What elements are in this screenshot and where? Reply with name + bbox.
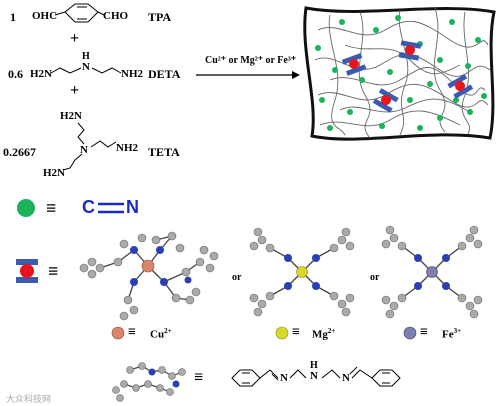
cu-complex-atoms [79,231,219,321]
green-dots [315,15,487,131]
ligand-mid-h: H [310,360,318,371]
tpa-structure [54,3,105,23]
teta-ratio: 0.2667 [3,145,36,159]
fe-legend-sphere [403,326,417,340]
crosslink-symbol [16,259,38,283]
plus-1: + [70,30,80,47]
tpa-right-group: CHO [103,10,129,22]
arrow-label: Cu²⁺ or Mg²⁺ or Fe³⁺ [205,55,297,66]
mg-legend-sphere [275,326,289,340]
deta-center-n: N [82,61,90,73]
teta-top-group: H2N [60,110,82,122]
imine-n: N [126,197,139,217]
tpa-ratio: 1 [10,10,16,24]
equiv-fe: ≡ [420,325,428,340]
ligand-mid-n: N [310,370,318,382]
fe-complex-atoms [381,225,483,319]
tpa-name: TPA [148,10,172,24]
imine-c: C [82,197,95,217]
teta-right-group: NH2 [116,142,138,154]
fe-complex-n-atoms [414,254,450,290]
plus-2: + [70,82,80,99]
equiv-crosslink: ≡ [48,261,59,281]
mg-label: Mg2+ [312,327,336,341]
cu-center-atom [141,259,155,273]
ligand-left-n: N [280,372,288,384]
deta-name: DETA [148,67,181,81]
or-label-1: or [232,272,242,283]
ligand-model-atoms [112,362,186,402]
deta-ratio: 0.6 [8,67,23,81]
crosslink-nodes [341,40,474,113]
ligand-right-n: N [342,372,350,384]
deta-left-group: H2N [30,68,52,80]
equiv-mg: ≡ [292,325,300,340]
teta-center-n: N [80,144,88,156]
mg-complex-n-atoms [284,254,320,290]
or-label-2: or [370,272,380,283]
watermark: 大众科技网 [6,394,52,404]
polymer-network [303,6,496,141]
mg-complex-atoms [249,227,355,317]
ligand-model-n-atoms [148,368,180,388]
imine-double-bond [98,202,124,214]
cu-complex-n-atoms [130,246,192,286]
cu-legend-sphere [111,326,125,340]
teta-left-group: H2N [43,167,65,179]
mg-center-atom [296,266,308,278]
deta-right-group: NH2 [121,68,143,80]
green-dot-symbol [17,199,35,217]
fe-center-atom [426,266,438,278]
reaction-arrow [196,71,300,79]
cu-label: Cu2+ [150,327,172,341]
deta-structure [50,67,122,74]
teta-structure [62,122,117,171]
tpa-left-group: OHC [32,10,58,22]
equiv-green: ≡ [46,198,57,218]
equiv-cu: ≡ [128,325,136,340]
equiv-ligand: ≡ [194,369,204,386]
fe-label: Fe3+ [442,327,462,341]
deta-center-h: H [82,51,90,62]
ligand-skeletal-structure [231,366,401,387]
teta-name: TETA [148,145,180,159]
